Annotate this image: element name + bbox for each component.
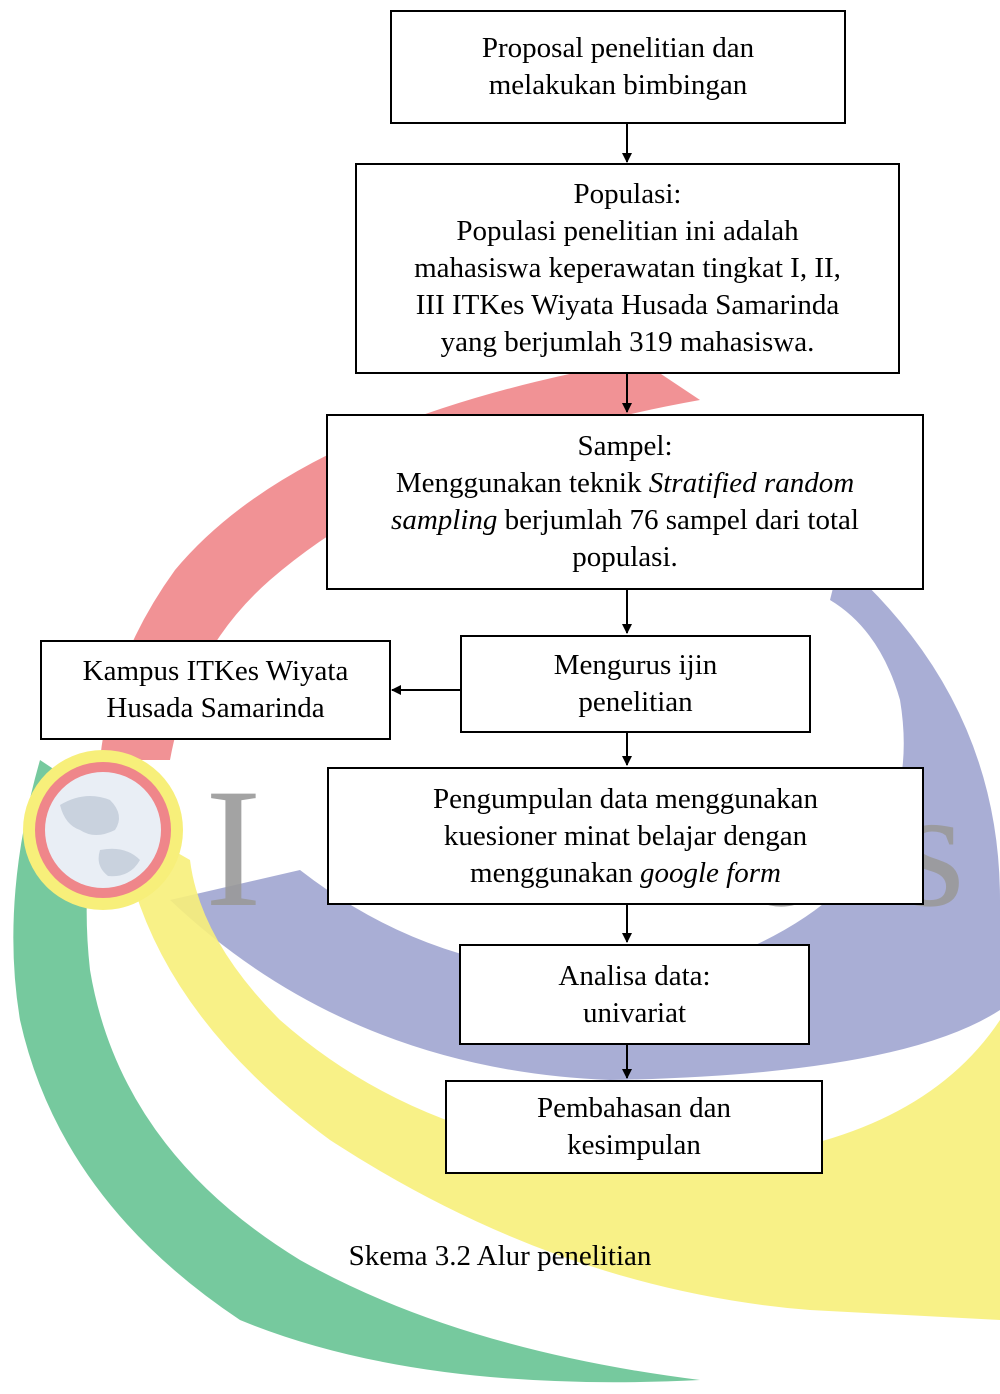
globe-icon (23, 750, 183, 910)
pengumpulan-line2: kuesioner minat belajar dengan (443, 819, 808, 852)
pengumpulan-line1: Pengumpulan data menggunakan (433, 782, 818, 815)
step-pengumpulan: Pengumpulan data menggunakan kuesioner m… (327, 767, 924, 905)
pengumpulan-line3: menggunakan google form (470, 855, 781, 892)
figure-caption: Skema 3.2 Alur penelitian (348, 1240, 652, 1272)
sampel-line1-text: Menggunakan teknik (395, 467, 649, 499)
populasi-line2: mahasiswa keperawatan tingkat I, II, (414, 252, 841, 284)
sampel-line1: Menggunakan teknik Stratified random (396, 465, 854, 502)
pembahasan-line1: Pembahasan dan (536, 1092, 732, 1124)
sampel-line2-text: berjumlah 76 sampel dari total (497, 504, 859, 536)
ijin-line1: Mengurus ijin (553, 649, 718, 681)
step-proposal-line2: melakukan bimbingan (488, 69, 748, 101)
step-pembahasan: Pembahasan dan kesimpulan (445, 1080, 823, 1174)
populasi-line4: yang berjumlah 319 mahasiswa. (440, 326, 815, 358)
populasi-heading: Populasi: (573, 178, 682, 210)
step-populasi: Populasi: Populasi penelitian ini adalah… (355, 163, 900, 374)
sampel-line1-italic: Stratified random (648, 467, 855, 499)
sampel-line3: populasi. (572, 541, 678, 573)
sampel-line2: sampling berjumlah 76 sampel dari total (391, 502, 859, 539)
analisa-line2: univariat (582, 996, 687, 1029)
pengumpulan-line3-text: menggunakan (470, 856, 640, 889)
step-analisa: Analisa data: univariat (459, 944, 810, 1045)
step-kampus: Kampus ITKes Wiyata Husada Samarinda (40, 640, 391, 740)
step-proposal: Proposal penelitian dan melakukan bimbin… (390, 10, 846, 124)
analisa-line1: Analisa data: (558, 959, 711, 992)
pengumpulan-line3-italic: google form (639, 856, 781, 889)
step-proposal-line1: Proposal penelitian dan (481, 32, 755, 64)
pembahasan-line2: kesimpulan (567, 1129, 701, 1161)
watermark-yellow-arc (120, 820, 1000, 1320)
watermark-green-arc (13, 760, 701, 1383)
sampel-heading: Sampel: (577, 430, 673, 462)
populasi-line1: Populasi penelitian ini adalah (456, 215, 799, 247)
step-sampel: Sampel: Menggunakan teknik Stratified ra… (326, 414, 924, 590)
ijin-line2: penelitian (578, 686, 693, 718)
kampus-line1: Kampus ITKes Wiyata (82, 655, 349, 687)
populasi-line3: III ITKes Wiyata Husada Samarinda (415, 289, 840, 321)
step-ijin: Mengurus ijin penelitian (460, 635, 811, 733)
kampus-line2: Husada Samarinda (106, 692, 325, 724)
sampel-line2-italic: sampling (391, 504, 498, 536)
